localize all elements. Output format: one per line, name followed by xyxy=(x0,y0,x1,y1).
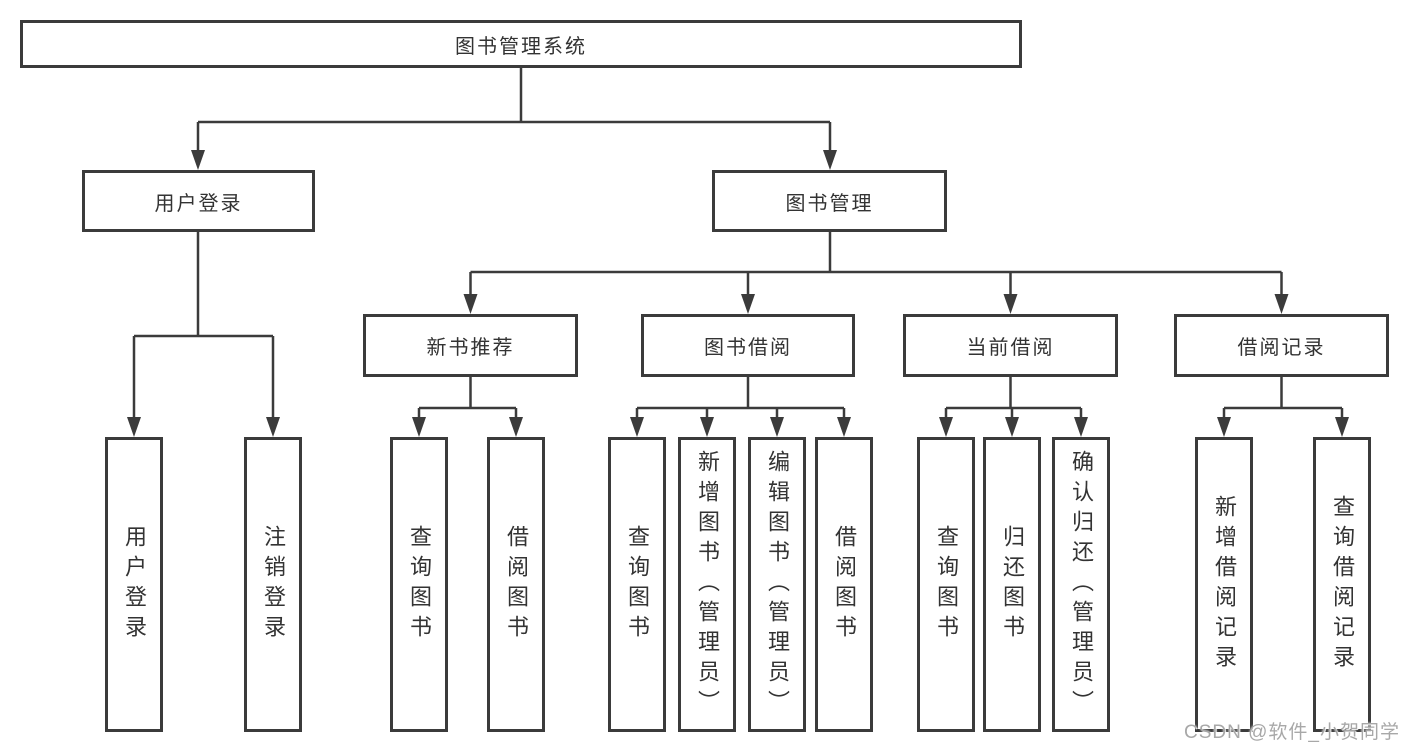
node-borrow-records-label: 借阅记录 xyxy=(1237,337,1326,359)
leaf-logout: 注销登录 xyxy=(244,437,302,732)
leaf-logout-label: 注销登录 xyxy=(261,524,286,645)
leaf-borrow-books-label: 借阅图书 xyxy=(832,524,857,645)
watermark: CSDN @软件_小贺同学 xyxy=(1184,722,1400,743)
leaf-query-books-recommend: 查询图书 xyxy=(390,437,448,732)
node-root: 图书管理系统 xyxy=(20,20,1022,68)
leaf-query-books-current-label: 查询图书 xyxy=(934,524,959,645)
node-user-login-label: 用户登录 xyxy=(154,192,243,215)
node-book-management: 图书管理 xyxy=(712,170,947,232)
leaf-query-books-recommend-label: 查询图书 xyxy=(407,524,432,645)
node-root-label: 图书管理系统 xyxy=(455,35,587,58)
leaf-confirm-return-admin: 确认归还（管理员） xyxy=(1052,437,1110,732)
leaf-query-borrow-record: 查询借阅记录 xyxy=(1313,437,1371,732)
arrowheads xyxy=(127,150,1349,437)
leaf-query-books-borrow-label: 查询图书 xyxy=(625,524,650,645)
leaf-user-login: 用户登录 xyxy=(105,437,163,732)
node-book-management-label: 图书管理 xyxy=(785,192,874,215)
leaf-query-books-borrow: 查询图书 xyxy=(608,437,666,732)
leaf-add-borrow-record: 新增借阅记录 xyxy=(1195,437,1253,732)
leaf-return-books: 归还图书 xyxy=(983,437,1041,732)
node-book-borrowing-label: 图书借阅 xyxy=(704,337,792,359)
leaf-query-books-current: 查询图书 xyxy=(917,437,975,732)
leaf-borrow-books: 借阅图书 xyxy=(815,437,873,732)
node-new-book-recommend: 新书推荐 xyxy=(363,314,578,377)
leaf-add-book-admin-label: 新增图书（管理员） xyxy=(695,449,720,720)
leaf-confirm-return-admin-label: 确认归还（管理员） xyxy=(1069,449,1094,720)
leaf-add-borrow-record-label: 新增借阅记录 xyxy=(1212,494,1237,675)
node-current-borrowing-label: 当前借阅 xyxy=(966,337,1055,359)
node-current-borrowing: 当前借阅 xyxy=(903,314,1118,377)
leaf-edit-book-admin-label: 编辑图书（管理员） xyxy=(765,449,790,720)
leaf-edit-book-admin: 编辑图书（管理员） xyxy=(748,437,806,732)
leaf-user-login-label: 用户登录 xyxy=(122,524,147,645)
leaf-add-book-admin: 新增图书（管理员） xyxy=(678,437,736,732)
node-borrow-records: 借阅记录 xyxy=(1174,314,1389,377)
leaf-return-books-label: 归还图书 xyxy=(1000,524,1025,645)
node-user-login: 用户登录 xyxy=(82,170,315,232)
leaf-query-borrow-record-label: 查询借阅记录 xyxy=(1330,494,1355,675)
node-book-borrowing: 图书借阅 xyxy=(641,314,855,377)
leaf-borrow-books-recommend-label: 借阅图书 xyxy=(504,524,529,645)
leaf-borrow-books-recommend: 借阅图书 xyxy=(487,437,545,732)
node-new-book-recommend-label: 新书推荐 xyxy=(426,337,515,359)
